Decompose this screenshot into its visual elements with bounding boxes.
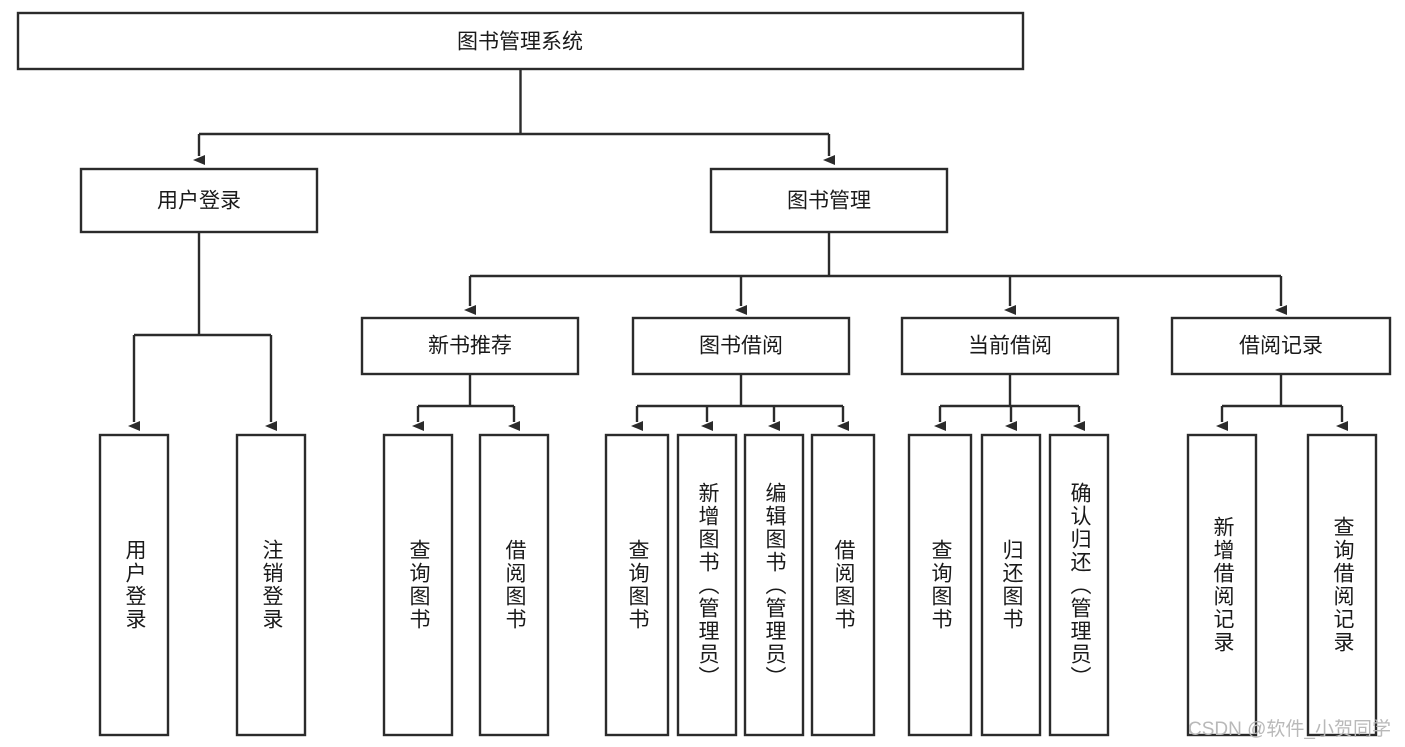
- leaf-box-add-borrow-record[interactable]: [1186, 433, 1258, 737]
- node-user-login-box[interactable]: [79, 167, 319, 234]
- connector-layer: [128, 69, 1348, 431]
- node-new-book-recommend-box[interactable]: [360, 316, 580, 376]
- node-user-login[interactable]: 用户登录: [79, 167, 319, 234]
- node-root[interactable]: 图书管理系统: [16, 11, 1025, 71]
- leaf-box-query-book-new[interactable]: [382, 433, 454, 737]
- leaf-box-edit-book-admin[interactable]: [743, 433, 805, 737]
- leaf-box-add-book-admin[interactable]: [676, 433, 738, 737]
- leaf-box-confirm-return-admin[interactable]: [1048, 433, 1110, 737]
- node-user-login-label: 用户登录: [157, 190, 241, 213]
- node-borrow-record-box[interactable]: [1170, 316, 1392, 376]
- node-current-borrow-label: 当前借阅: [968, 335, 1052, 358]
- leaf-boxes: [98, 433, 1378, 737]
- node-book-management[interactable]: 图书管理: [709, 167, 949, 234]
- leaf-box-query-book-borrow[interactable]: [604, 433, 670, 737]
- node-book-borrow-box[interactable]: [631, 316, 851, 376]
- node-book-borrow[interactable]: 图书借阅: [631, 316, 851, 376]
- node-current-borrow[interactable]: 当前借阅: [900, 316, 1120, 376]
- node-new-book-recommend-label: 新书推荐: [428, 335, 512, 358]
- csdn-watermark: CSDN @软件_小贺同学: [1188, 719, 1391, 740]
- node-book-management-box[interactable]: [709, 167, 949, 234]
- leaf-box-logout[interactable]: [235, 433, 307, 737]
- node-book-borrow-label: 图书借阅: [699, 335, 783, 358]
- node-root-box[interactable]: [16, 11, 1025, 71]
- leaf-box-query-borrow-record[interactable]: [1306, 433, 1378, 737]
- node-root-label: 图书管理系统: [457, 31, 583, 54]
- node-borrow-record[interactable]: 借阅记录: [1170, 316, 1392, 376]
- node-book-management-label: 图书管理: [787, 190, 871, 213]
- node-new-book-recommend[interactable]: 新书推荐: [360, 316, 580, 376]
- leaf-box-borrow-book-new[interactable]: [478, 433, 550, 737]
- node-borrow-record-label: 借阅记录: [1239, 335, 1323, 358]
- leaf-box-borrow-book[interactable]: [810, 433, 876, 737]
- leaf-box-query-book-current[interactable]: [907, 433, 973, 737]
- leaf-box-user-login[interactable]: [98, 433, 170, 737]
- node-current-borrow-box[interactable]: [900, 316, 1120, 376]
- leaf-box-return-book[interactable]: [980, 433, 1042, 737]
